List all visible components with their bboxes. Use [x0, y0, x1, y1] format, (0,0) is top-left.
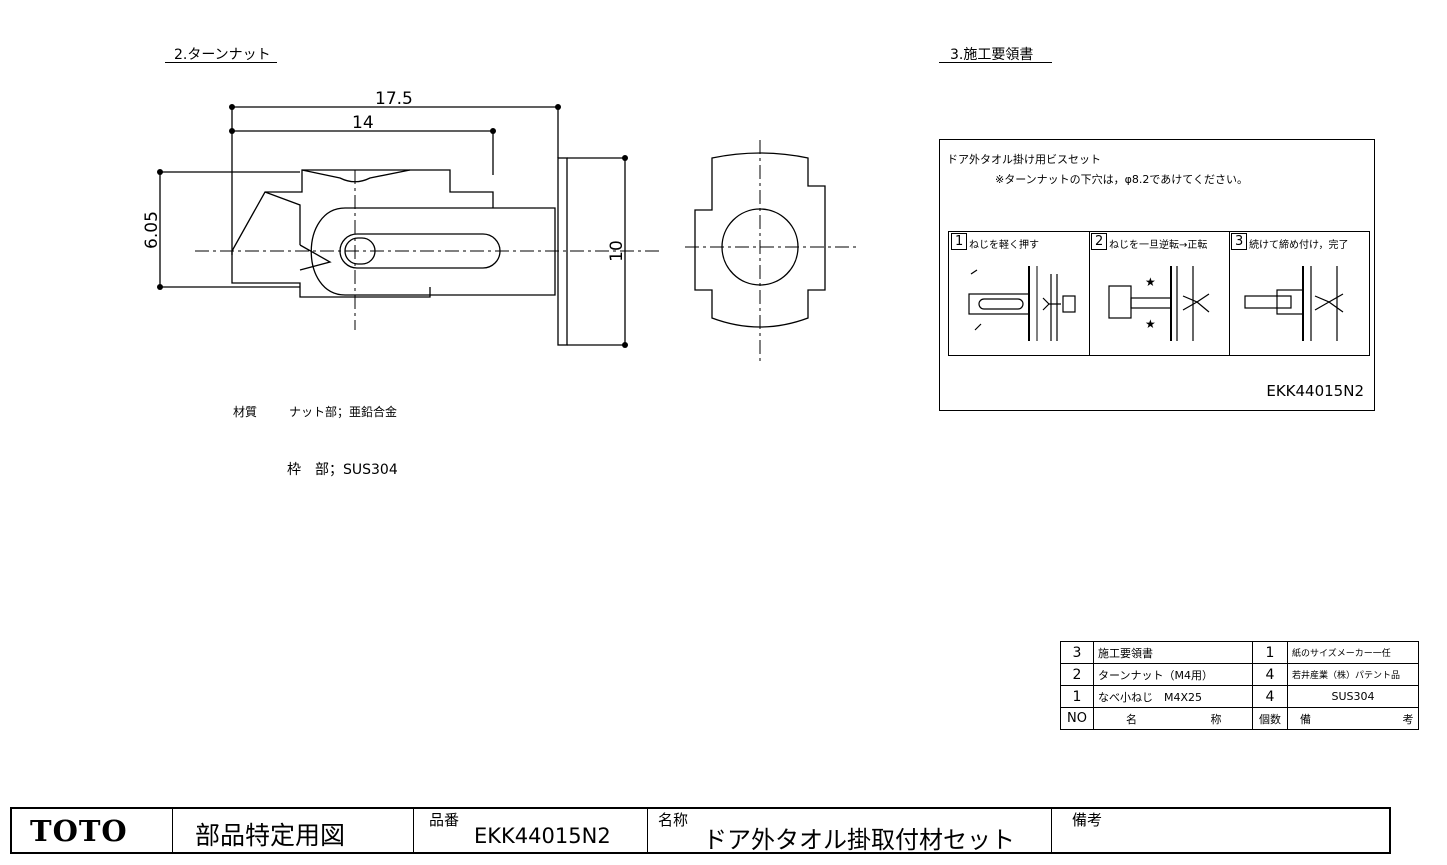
- header-no: NO: [1060, 707, 1094, 730]
- step-3-number: 3: [1231, 233, 1248, 250]
- step-1-text: ねじを軽く押す: [969, 240, 1039, 251]
- instruction-note: ※ターンナットの下穴は，φ8.2であけてください。: [995, 173, 1248, 186]
- section2-title: 2.ターンナット: [174, 47, 271, 63]
- step-2-text: ねじを一旦逆転→正転: [1109, 240, 1208, 251]
- turn-nut-drawing: 17.5 14 6.05 10: [142, 89, 860, 365]
- name-cell: 名称 ドア外タオル掛取付材セット: [648, 809, 1052, 854]
- instruction-box: ドア外タオル掛け用ビスセット ※ターンナットの下穴は，φ8.2であけてください。…: [939, 139, 1375, 411]
- name-label: 名称: [658, 811, 689, 829]
- header-name: 名 称: [1093, 707, 1253, 730]
- row-name: ターンナット（M4用）: [1093, 663, 1253, 686]
- logo-cell: TOTO: [12, 809, 173, 852]
- remarks-label: 備考: [1072, 811, 1103, 829]
- section3-title-underline: [939, 62, 1052, 63]
- dim-inner-label: 14: [352, 113, 374, 133]
- step-3-text: 続けて締め付け，完了: [1249, 240, 1349, 251]
- svg-text:★: ★: [1145, 275, 1156, 289]
- step-2-number: 2: [1091, 233, 1108, 250]
- row-note: SUS304: [1287, 685, 1419, 708]
- section3-title: 3.施工要領書: [950, 47, 1034, 63]
- step-1-illustration: [968, 266, 1076, 341]
- step-3: 3 続けて締め付け，完了: [1229, 232, 1369, 355]
- table-row: 1 なべ小ねじ M4X25 4 SUS304: [1060, 685, 1419, 708]
- parts-table: 3 施工要領書 1 紙のサイズメーカー一任 2 ターンナット（M4用） 4 若井…: [1060, 641, 1419, 730]
- step-1-number: 1: [951, 233, 968, 250]
- dim-overall-label: 17.5: [375, 89, 413, 109]
- dim-flange-label: 10: [607, 240, 627, 262]
- row-no: 2: [1060, 663, 1094, 686]
- instruction-code: EKK44015N2: [1266, 382, 1364, 400]
- row-name: なべ小ねじ M4X25: [1093, 685, 1253, 708]
- remarks-cell: 備考: [1052, 809, 1389, 852]
- header-note: 備 考: [1287, 707, 1419, 730]
- row-qty: 4: [1252, 663, 1288, 686]
- row-note: 紙のサイズメーカー一任: [1287, 641, 1419, 664]
- nut-front-hole: [721, 208, 799, 286]
- row-no: 1: [1060, 685, 1094, 708]
- row-qty: 4: [1252, 685, 1288, 708]
- nut-arm: [310, 207, 556, 296]
- step-1: 1 ねじを軽く押す: [949, 232, 1090, 355]
- section2-title-underline: [165, 62, 277, 63]
- doc-type-cell: 部品特定用図: [173, 809, 414, 852]
- steps-panel: 1 ねじを軽く押す 2 ねじを一旦逆転→正転: [948, 231, 1370, 356]
- flange-plate: [557, 157, 568, 346]
- step-3-illustration: [1244, 266, 1344, 341]
- material-nut: ナット部；亜鉛合金: [289, 405, 398, 419]
- nut-front-view: [694, 152, 826, 328]
- step-2-illustration: ★★: [1108, 266, 1210, 341]
- table-row: 3 施工要領書 1 紙のサイズメーカー一任: [1060, 641, 1419, 664]
- part-no: EKK44015N2: [474, 824, 611, 848]
- instruction-title: ドア外タオル掛け用ビスセット: [947, 153, 1101, 166]
- toto-logo: TOTO: [30, 814, 128, 848]
- doc-type: 部品特定用図: [195, 821, 346, 850]
- row-qty: 1: [1252, 641, 1288, 664]
- nut-body-outline: [231, 169, 494, 252]
- header-note-b: 考: [1402, 712, 1414, 726]
- row-note: 若井産業（株）パテント品: [1287, 663, 1419, 686]
- part-no-cell: 品番 EKK44015N2: [414, 809, 648, 852]
- table-row: 2 ターンナット（M4用） 4 若井産業（株）パテント品: [1060, 663, 1419, 686]
- step-2: 2 ねじを一旦逆転→正転 ★★: [1089, 232, 1230, 355]
- row-no: 3: [1060, 641, 1094, 664]
- row-name: 施工要領書: [1093, 641, 1253, 664]
- part-no-label: 品番: [429, 811, 460, 829]
- product-name: ドア外タオル掛取付材セット: [703, 826, 1015, 854]
- title-block: TOTO 部品特定用図 品番 EKK44015N2 名称 ドア外タオル掛取付材セ…: [10, 807, 1391, 854]
- header-name-b: 称: [1210, 712, 1222, 726]
- svg-text:★: ★: [1145, 317, 1156, 331]
- table-header-row: NO 名 称 個数 備 考: [1060, 707, 1419, 730]
- header-qty: 個数: [1252, 707, 1288, 730]
- header-name-a: 名: [1126, 712, 1137, 726]
- nut-slot: [339, 233, 501, 269]
- material-label: 材質: [233, 405, 258, 419]
- header-note-a: 備: [1300, 712, 1311, 726]
- dim-height-label: 6.05: [142, 211, 162, 249]
- material-frame: 枠 部；SUS304: [287, 462, 398, 478]
